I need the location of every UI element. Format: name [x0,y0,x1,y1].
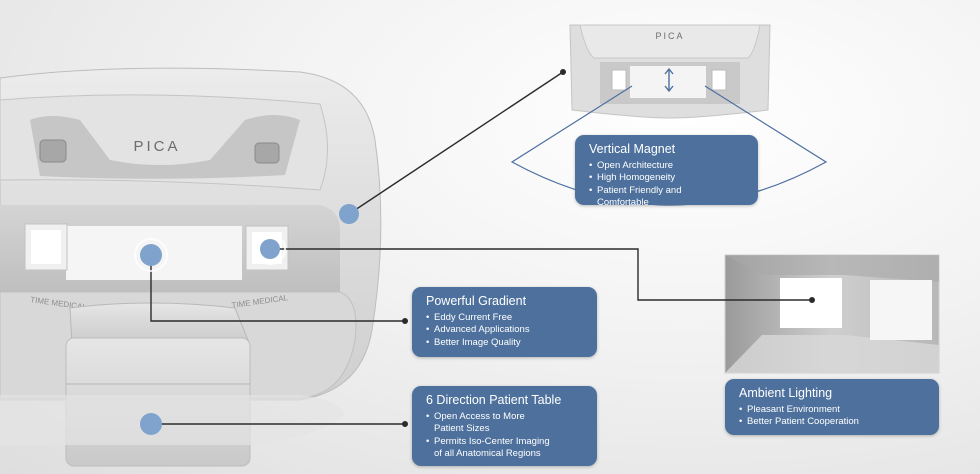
callout-title: Vertical Magnet [589,142,676,156]
connector-lines [150,71,812,425]
ambient-lighting-inset [724,254,940,374]
inset-left-light [611,69,627,91]
inset-logo: PICA [655,31,684,41]
callout-item-continued: Patient Sizes [434,423,490,435]
inset-light-panel [780,278,842,328]
marker-ambient-lighting [260,239,280,259]
callout-item: High Homogeneity [589,172,746,185]
marker-patient-table [140,413,162,435]
inset-room-floor [725,335,939,373]
left-camera [39,139,67,163]
callout-vertical-magnet: Vertical Magnet Open Architecture High H… [575,135,758,208]
callout-ambient-lighting: Ambient Lighting Pleasant Environment Be… [725,379,939,435]
marker-gradient-ring [134,238,168,272]
callout-list: Pleasant Environment Better Patient Coop… [739,404,927,429]
inset-room-ceiling [725,255,939,282]
endpoint-patient-table [402,421,408,427]
callout-item: Pleasant Environment [739,404,927,417]
callout-list: Open Architecture High Homogeneity Patie… [589,160,746,197]
callout-title: Ambient Lighting [739,386,833,400]
connector-powerful-gradient [150,255,405,322]
callout-list: Open Access to More [426,411,585,424]
inset-right-window [870,280,932,340]
callout-title: 6 Direction Patient Table [426,393,562,407]
endpoint-ambient-lighting [809,297,815,303]
callout-item-continued: of all Anatomical Regions [434,447,541,459]
right-camera [254,142,280,164]
inset-top-panel [579,24,761,59]
connector-ambient-lighting [270,248,812,301]
marker-ambient-ring [254,233,286,265]
endpoint-powerful-gradient [402,318,408,324]
callout-item: Eddy Current Free [426,312,585,325]
callout-patient-table: 6 Direction Patient Table Open Access to… [412,386,597,466]
machine-base [0,395,345,445]
connector-endpoints [402,69,815,427]
endpoint-vertical-magnet [560,69,566,75]
callout-item: Permits Iso-Center Imaging [426,436,585,449]
marker-vertical-magnet [339,204,359,224]
callout-powerful-gradient: Powerful Gradient Eddy Current Free Adva… [412,287,597,357]
callout-item: Open Architecture [589,160,746,173]
patient-table-top [69,302,251,346]
marker-powerful-gradient [140,244,162,266]
mri-machine: PICA TIME MEDICAL TIME MEDICAL [0,67,382,467]
top-panel [0,94,328,191]
machine-logo: PICA [133,138,180,155]
connector-vertical-magnet [348,71,564,215]
callout-item: Better Patient Cooperation [739,416,927,429]
left-light [31,230,61,264]
callout-list: Eddy Current Free Advanced Applications … [426,312,585,349]
inset-right-light [711,69,727,91]
logo-surround [30,115,300,179]
callout-item: Better Image Quality [426,337,585,350]
callout-list: Permits Iso-Center Imaging [426,436,585,449]
callout-item: Patient Friendly and [589,185,746,198]
callout-item: Advanced Applications [426,324,585,337]
vertical-arrow-up [664,67,674,75]
vertical-magnet-inset: PICA [510,24,828,206]
callout-item: Open Access to More [426,411,585,424]
vertical-arrow-down [664,85,674,93]
callout-item-continued: Comfortable [597,196,649,208]
feature-markers [134,204,359,435]
callout-title: Powerful Gradient [426,294,527,308]
